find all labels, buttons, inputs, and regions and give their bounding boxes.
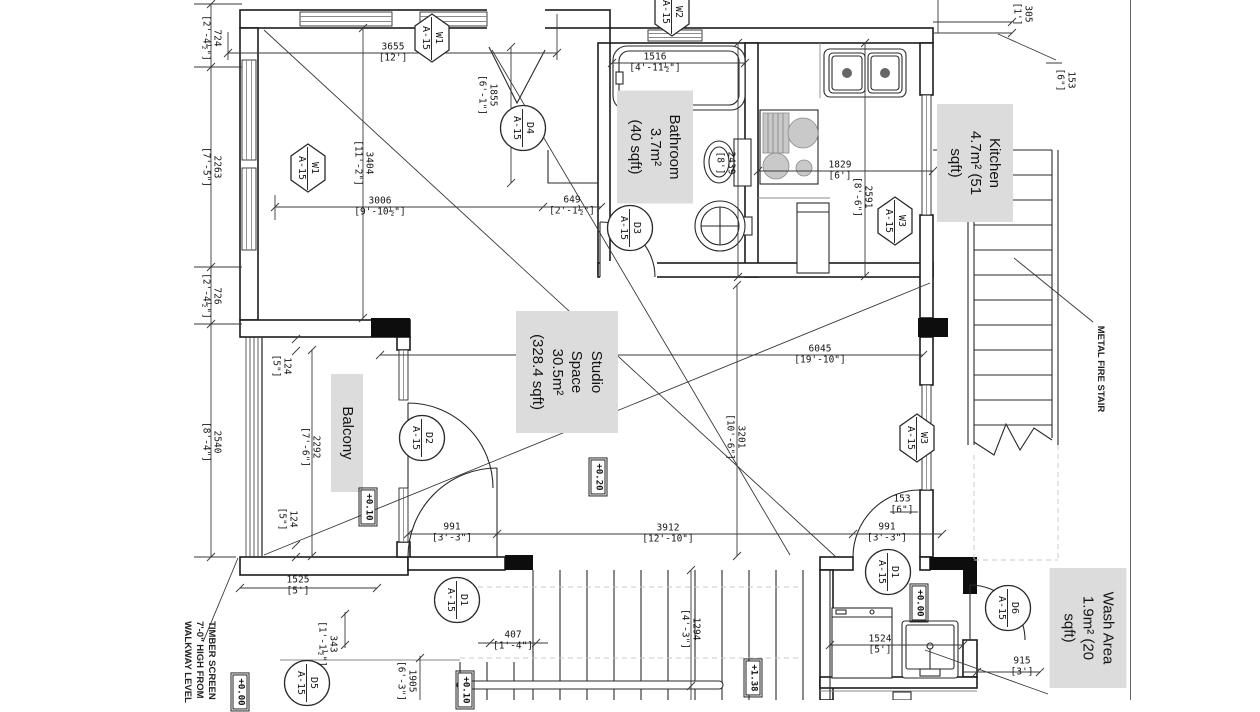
dimension-label: 3201[10'-6"]: [725, 414, 747, 460]
note-timber-screen: TIMBER SCREEN 7'-0" HIGH FROM WALKWAY LE…: [182, 621, 217, 703]
dimension-label: 407[1'-4"]: [492, 629, 534, 651]
dimension-label: 915[3']: [1010, 655, 1034, 677]
dimension-label: 1294[4'-3"]: [680, 608, 702, 650]
dimension-label: 1525[5']: [286, 574, 310, 596]
internal-stair: [280, 570, 831, 700]
level-marker: +0.20: [590, 459, 606, 495]
washing-machine: [831, 607, 893, 679]
level-marker: +0.00: [911, 585, 927, 621]
dimension-label: 3006[9'-10½"]: [354, 195, 406, 217]
wall-piers: [371, 318, 977, 594]
level-value: +0.00: [914, 589, 925, 617]
room-label-studio: Studio Space 30.5m² (328.4 sqft): [516, 311, 618, 433]
level-value: +0.00: [235, 678, 246, 706]
fridge: [796, 202, 830, 274]
dimension-label: 1829[6']: [828, 159, 852, 181]
note-metal-fire-stair: METAL FIRE STAIR: [1094, 325, 1106, 413]
dimension-label: 6045[19'-10"]: [794, 343, 846, 365]
level-value: +1.38: [748, 664, 759, 692]
dimension-label: 1905[6'-3"]: [396, 660, 418, 702]
dimension-label: 649[2'-1½"]: [549, 194, 595, 216]
break-line: [973, 422, 1053, 456]
dimension-label: 991[3'-3"]: [866, 521, 908, 543]
dimension-label: 153[6"]: [1055, 68, 1077, 92]
dimension-label: 2591[8'-6"]: [852, 176, 874, 218]
room-label-balcony: Balcony: [331, 374, 363, 492]
wash-fixtures: [831, 607, 959, 700]
level-marker: +1.38: [745, 660, 761, 696]
stair-handrail: [456, 680, 724, 690]
dimension-ticks: [206, 0, 1045, 691]
level-value: +0.20: [593, 463, 604, 491]
dimension-lines: [194, 0, 1045, 700]
level-marker: +0.10: [360, 489, 376, 525]
room-label-bathroom: Bathroom 3.7m² (40 sqft): [617, 90, 693, 204]
dimension-label: 726[2'-4½"]: [201, 273, 223, 319]
stove: [759, 109, 819, 185]
dimension-label: 3912[12'-10"]: [642, 522, 694, 544]
dimension-label: 343[1'-1½"]: [317, 621, 339, 667]
wash-sink: [901, 620, 959, 679]
dimension-label: 1524[5']: [868, 633, 892, 655]
dimension-label: 3655[12']: [378, 41, 408, 63]
dimension-label: 153[6"]: [890, 493, 914, 515]
level-marker: +0.10: [457, 672, 473, 708]
dimension-label: 1516[4'-11½"]: [629, 51, 681, 73]
balcony-screen: [245, 337, 263, 557]
room-label-wash-area: Wash Area 1.9m² (20 sqft): [1049, 568, 1127, 688]
dimension-label: 2263[7'-5"]: [201, 146, 223, 188]
dimension-label: 724[2'-4½"]: [201, 15, 223, 61]
dimension-label: 124[5"]: [277, 507, 299, 531]
dimension-label: 2292[7'-6"]: [300, 426, 322, 468]
dimension-label: 991[3'-3"]: [431, 521, 473, 543]
dimension-label: 305[1']: [1012, 2, 1034, 26]
level-value: +0.10: [363, 493, 374, 521]
dimension-label: 2540[8'-4"]: [201, 421, 223, 463]
bathroom-sink: [694, 200, 753, 252]
dimension-label: 2439[8']: [715, 151, 737, 175]
room-label-kitchen: Kitchen 4.7m² (51 sqft): [937, 104, 1013, 222]
level-marker: +0.00: [232, 674, 248, 710]
level-value: +0.10: [460, 676, 471, 704]
dimension-label: 1855[6'-1"]: [477, 74, 499, 116]
dimension-label: 124[5"]: [271, 354, 293, 378]
dimension-label: 3404[11'-2"]: [353, 140, 375, 186]
